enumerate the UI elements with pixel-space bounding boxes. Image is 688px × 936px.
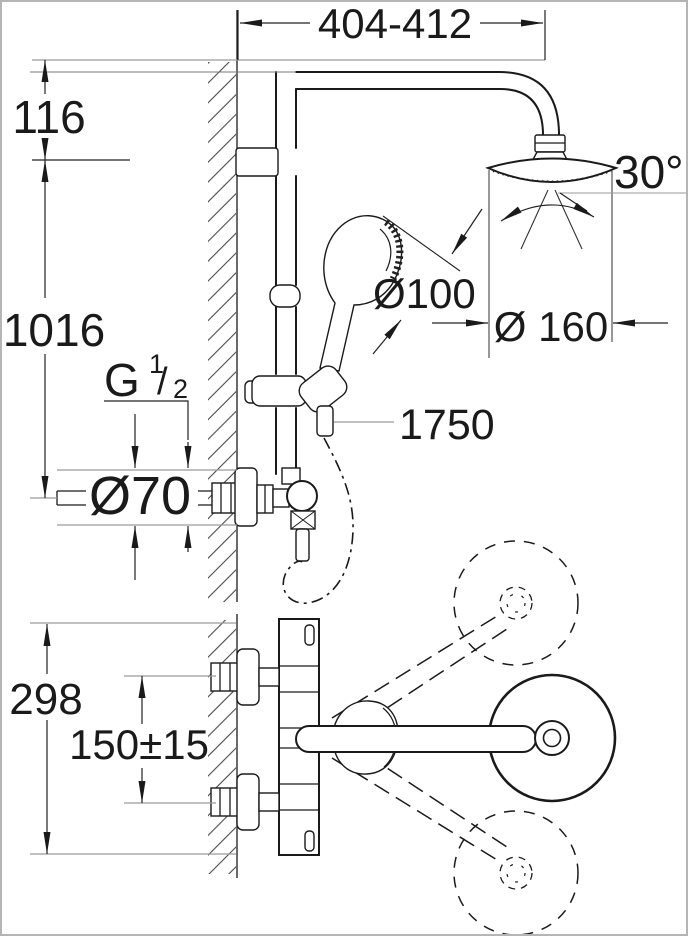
dimension-layer: 404-412 116 1016 30° Ø100 [3,2,686,855]
shower-arm [295,71,560,136]
dim-thread: G 1 / 2 [104,349,192,552]
label-backdrop [86,474,198,520]
dim-hose-length-label: 1750 [399,401,495,449]
ext-rosette-dia [57,469,237,526]
dim-swivel-angle: 30° [500,146,686,222]
arm-hub-inner [542,728,562,748]
holder-body [251,375,307,407]
dim-head-dia-label: Ø 160 [494,303,608,350]
hex-nut [210,662,240,692]
thread-g-label: G [104,354,140,406]
dim-rosette-dia-label: Ø70 [89,466,191,526]
hand-shower [319,215,404,372]
ext-body-height [30,622,236,855]
rosette [236,648,260,706]
valve-clip-top [304,624,315,646]
valve-neck [281,467,301,485]
dim-hand-shower-dia: Ø100 [372,208,483,355]
dim-rail-height-label: 1016 [3,304,105,356]
shower-hose [282,437,354,604]
hose-outlet [295,528,310,562]
dim-body-height-label: 298 [9,675,82,724]
front-view [56,10,619,604]
hand-shower-face [383,219,404,281]
hand-shower-holder [244,365,348,437]
dim-width-range: 404-412 [240,2,543,47]
dim-inlet-spacing: 150±15 [69,676,209,803]
supply-connection-upper [210,648,280,706]
rosette [236,773,260,831]
dim-rosette-dia: Ø70 [86,414,198,580]
dim-body-height: 298 [9,624,83,854]
spray-cone-lines [520,189,583,250]
thread-denominator-label: 2 [173,374,188,404]
wall-hatch-front [208,62,236,602]
head-shower-face [485,157,619,183]
dim-width-range-label: 404-412 [318,2,472,47]
hose-nipple [316,405,334,437]
head-shower [485,134,619,183]
rail-coupler [269,284,301,308]
holder-cup [298,365,348,413]
head-shower-nozzles [492,170,612,183]
dim-head-dia: Ø 160 [432,303,668,350]
dim-inlet-spacing-label: 150±15 [69,721,209,768]
shower-rail [275,71,297,475]
shower-arm-top-view [295,725,537,753]
thread-numerator-label: 1 [149,349,164,379]
dim-hose-length: 1750 [334,401,495,449]
dim-swivel-angle-label: 30° [614,146,684,198]
hand-shower-body [319,215,403,372]
wall-hatch-top [208,620,236,874]
dim-hand-shower-dia-label: Ø100 [373,270,476,317]
top-view [208,540,617,934]
link [258,667,280,687]
dim-head-offset: 116 [12,60,86,160]
ext-top-width [237,10,546,60]
valve-ball [286,480,318,512]
ext-head-dia [488,170,613,358]
hex-nut [210,787,240,817]
dim-rail-height: 1016 [3,160,105,498]
supply-connection-lower [210,773,280,831]
thread-slash-label: / [157,361,168,403]
rosette-front [234,467,258,527]
wall-bracket [235,147,279,177]
link [258,792,280,812]
valve-clip-bottom [304,830,315,852]
dim-head-offset-label: 116 [12,91,85,143]
